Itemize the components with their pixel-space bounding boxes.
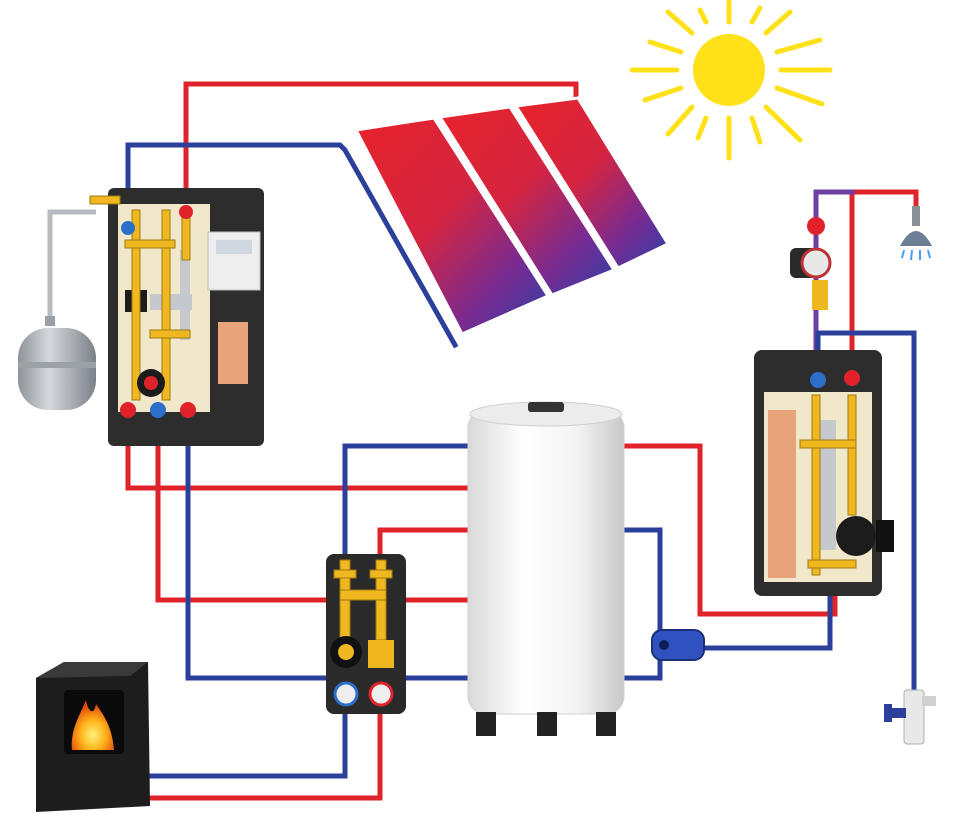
solar-collector-panels xyxy=(353,96,671,336)
flame-icon xyxy=(71,700,114,750)
thermometer-icon xyxy=(333,681,359,707)
cold-water-inlet-valve xyxy=(884,689,936,745)
fresh-water-station xyxy=(754,350,894,596)
pellet-stove xyxy=(36,662,150,812)
solar-pump-station xyxy=(89,188,264,446)
temperature-gauge-icon xyxy=(121,221,135,235)
thermometer-icon xyxy=(368,681,394,707)
boiler-pump-group xyxy=(326,554,406,714)
hot-water-storage-tank xyxy=(467,401,625,736)
pipework xyxy=(125,81,919,801)
circulation-pump xyxy=(790,217,832,310)
temperature-gauge-icon xyxy=(179,205,193,219)
shower-head-icon xyxy=(900,206,932,261)
expansion-vessel xyxy=(18,209,96,410)
sun-icon xyxy=(629,0,833,161)
mixing-valve xyxy=(651,629,705,661)
